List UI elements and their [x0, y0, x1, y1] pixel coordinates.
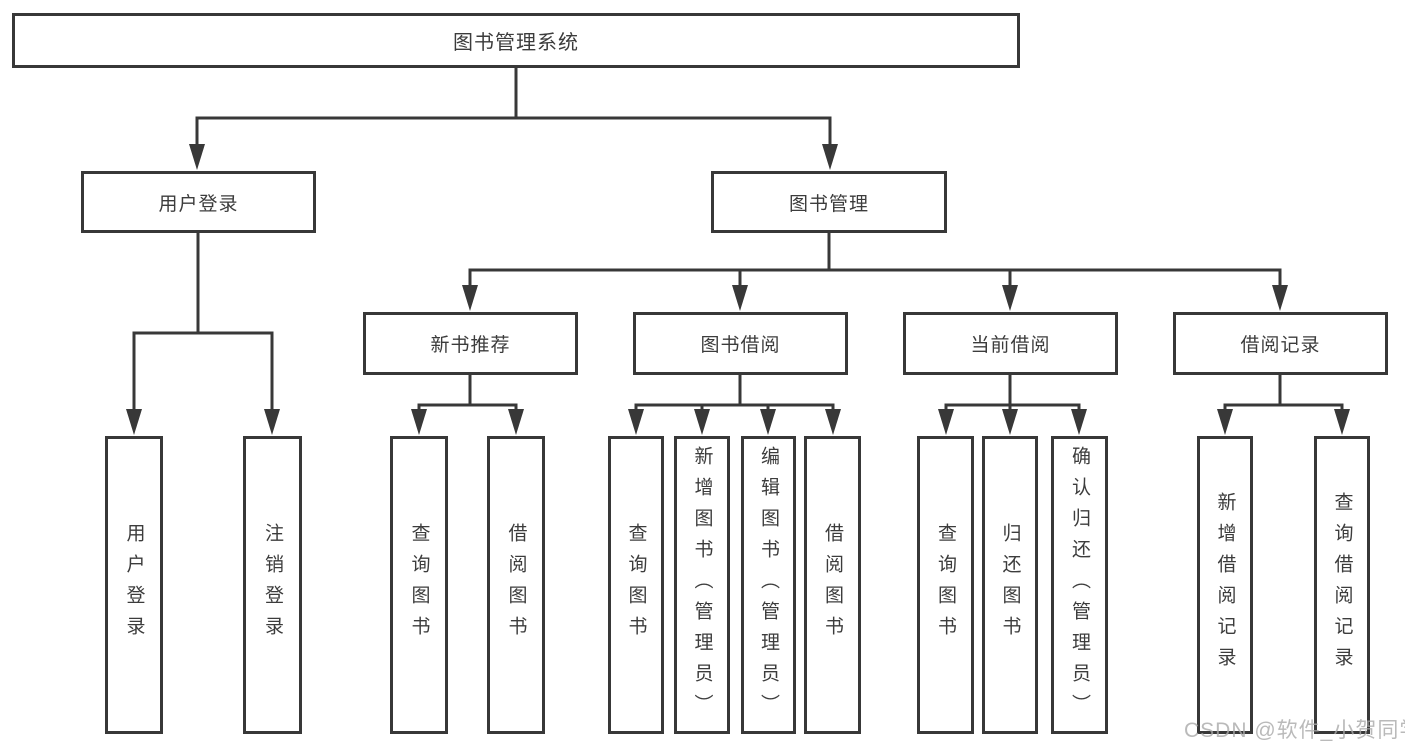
- node-book-borrowing: 图书借阅: [633, 312, 848, 375]
- leaf-confirm-return-admin: 确认归还（管理员）: [1051, 436, 1108, 734]
- leaf-edit-books-admin: 编辑图书（管理员）: [741, 436, 796, 734]
- leaf-add-borrow-record: 新增借阅记录: [1197, 436, 1253, 734]
- node-new-book-recommend: 新书推荐: [363, 312, 578, 375]
- leaf-add-books-admin: 新增图书（管理员）: [674, 436, 730, 734]
- leaf-query-books-recommend: 查询图书: [390, 436, 448, 734]
- leaf-borrow-books-recommend: 借阅图书: [487, 436, 545, 734]
- arrow-down-icons: [126, 144, 1350, 435]
- leaf-query-borrow-record: 查询借阅记录: [1314, 436, 1370, 734]
- node-current-borrowing: 当前借阅: [903, 312, 1118, 375]
- leaf-borrow-books-borrowing: 借阅图书: [804, 436, 861, 734]
- node-user-login: 用户登录: [81, 171, 316, 233]
- node-borrowing-records: 借阅记录: [1173, 312, 1388, 375]
- leaf-return-books: 归还图书: [982, 436, 1038, 734]
- node-book-management: 图书管理: [711, 171, 947, 233]
- node-library-system: 图书管理系统: [12, 13, 1020, 68]
- leaf-user-login: 用户登录: [105, 436, 163, 734]
- leaf-query-books-borrowing: 查询图书: [608, 436, 664, 734]
- leaf-logout-login: 注销登录: [243, 436, 302, 734]
- leaf-query-books-current: 查询图书: [917, 436, 974, 734]
- watermark: CSDN @软件_小贺同学: [1184, 719, 1405, 742]
